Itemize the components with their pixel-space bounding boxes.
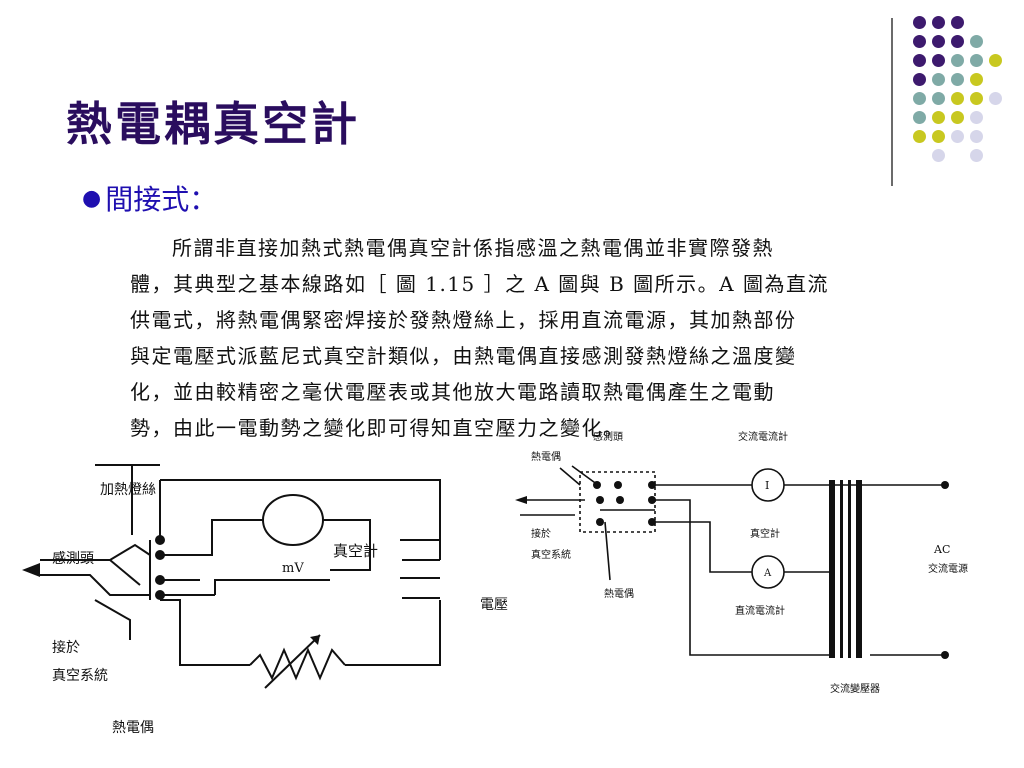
label-voltage: 電壓 xyxy=(480,597,508,613)
decor-dot xyxy=(913,92,926,105)
label-sensor: 感測頭 xyxy=(52,550,94,567)
label-thermo-bottom: 熱電偶 xyxy=(604,587,634,600)
slide-title: 熱電耦真空計 xyxy=(66,97,360,151)
label-ac: AC xyxy=(933,543,950,556)
terminal-dot xyxy=(941,481,949,489)
decor-dot xyxy=(970,111,983,124)
transformer-core xyxy=(848,480,851,658)
decor-dot xyxy=(932,92,945,105)
paragraph-line: 與定電壓式派藍尼式真空計類似，由熱電偶直接感測發熱燈絲之溫度變 xyxy=(130,344,797,368)
decor-dot xyxy=(989,92,1002,105)
label-thermo-top: 熱電偶 xyxy=(531,450,561,463)
transformer-core xyxy=(840,480,843,658)
decor-dot xyxy=(932,35,945,48)
decor-dot xyxy=(970,35,983,48)
bullet-dot-icon: ● xyxy=(82,186,102,211)
label-heater: 加熱燈絲 xyxy=(100,482,156,498)
decor-dot xyxy=(913,54,926,67)
decor-dot xyxy=(932,54,945,67)
decor-dot xyxy=(932,73,945,86)
paragraph-line: 體，其典型之基本線路如［ 圖 1.15 ］之 A 圖與 B 圖所示。A 圖為直流 xyxy=(130,272,829,296)
bullet-item: ●間接式： xyxy=(82,178,217,218)
label-connect-2: 真空系統 xyxy=(52,668,108,684)
paragraph-line: 所謂非直接加熱式熱電偶真空計係指感溫之熱電偶並非實際發熱 xyxy=(172,236,774,260)
label-ac-meter: 交流電流計 xyxy=(738,430,788,443)
label-meter-a: A xyxy=(763,568,772,579)
label-connect-1: 接於 xyxy=(52,639,80,656)
decor-dot xyxy=(932,130,945,143)
decor-dot xyxy=(951,130,964,143)
decor-dot xyxy=(970,149,983,162)
label-gauge: 真空計 xyxy=(333,542,378,560)
decor-dot xyxy=(951,111,964,124)
terminal-dot xyxy=(155,590,165,600)
label-ac-source: 交流電源 xyxy=(928,562,968,575)
transformer-core xyxy=(856,480,862,658)
decor-dot xyxy=(913,73,926,86)
arrow-icon xyxy=(22,563,40,577)
decor-rule xyxy=(891,18,893,186)
decor-dot xyxy=(932,16,945,29)
label-mv: mV xyxy=(282,561,304,576)
decor-dot xyxy=(989,54,1002,67)
label-meter-i: I xyxy=(765,479,769,492)
decor-dot xyxy=(951,73,964,86)
decor-dot xyxy=(970,92,983,105)
decor-dot xyxy=(951,54,964,67)
decor-dot xyxy=(970,130,983,143)
arrow-icon xyxy=(515,496,527,504)
decor-dot xyxy=(970,73,983,86)
decor-dot xyxy=(932,149,945,162)
label-transformer: 交流變壓器 xyxy=(830,682,880,695)
paragraph: 所謂非直接加熱式熱電偶真空計係指感溫之熱電偶並非實際發熱 體，其典型之基本線路如… xyxy=(130,230,930,446)
bullet-text: 間接式： xyxy=(105,183,218,216)
label-connect-b2: 真空系統 xyxy=(531,548,571,561)
decor-dot xyxy=(951,92,964,105)
decor-dot xyxy=(932,111,945,124)
decor-dot xyxy=(913,130,926,143)
decor-dot xyxy=(951,16,964,29)
label-connect-b1: 接於 xyxy=(531,527,551,540)
decor-dot xyxy=(913,35,926,48)
label-gauge-b: 真空計 xyxy=(750,527,780,540)
decor-dot xyxy=(913,16,926,29)
decor-dot xyxy=(951,35,964,48)
paragraph-line: 化，並由較精密之毫伏電壓表或其他放大電路讀取熱電偶產生之電動 xyxy=(130,380,775,404)
terminal-dot xyxy=(155,535,165,545)
terminal-dot xyxy=(941,651,949,659)
label-sensor-b: 感測頭 xyxy=(593,430,623,443)
paragraph-line: 勢，由此一電動勢之變化即可得知直空壓力之變化。 xyxy=(130,416,625,440)
transformer-core xyxy=(829,480,835,658)
decor-dot xyxy=(913,111,926,124)
terminal-dot xyxy=(155,550,165,560)
arrow-icon xyxy=(310,635,320,645)
label-thermocouple: 熱電偶 xyxy=(112,720,154,736)
paragraph-line: 供電式，將熱電偶緊密焊接於發熱燈絲上，採用直流電源，其加熱部份 xyxy=(130,308,797,332)
terminal-dot xyxy=(155,575,165,585)
label-dc-meter: 直流電流計 xyxy=(735,604,785,617)
decor-dot xyxy=(970,54,983,67)
